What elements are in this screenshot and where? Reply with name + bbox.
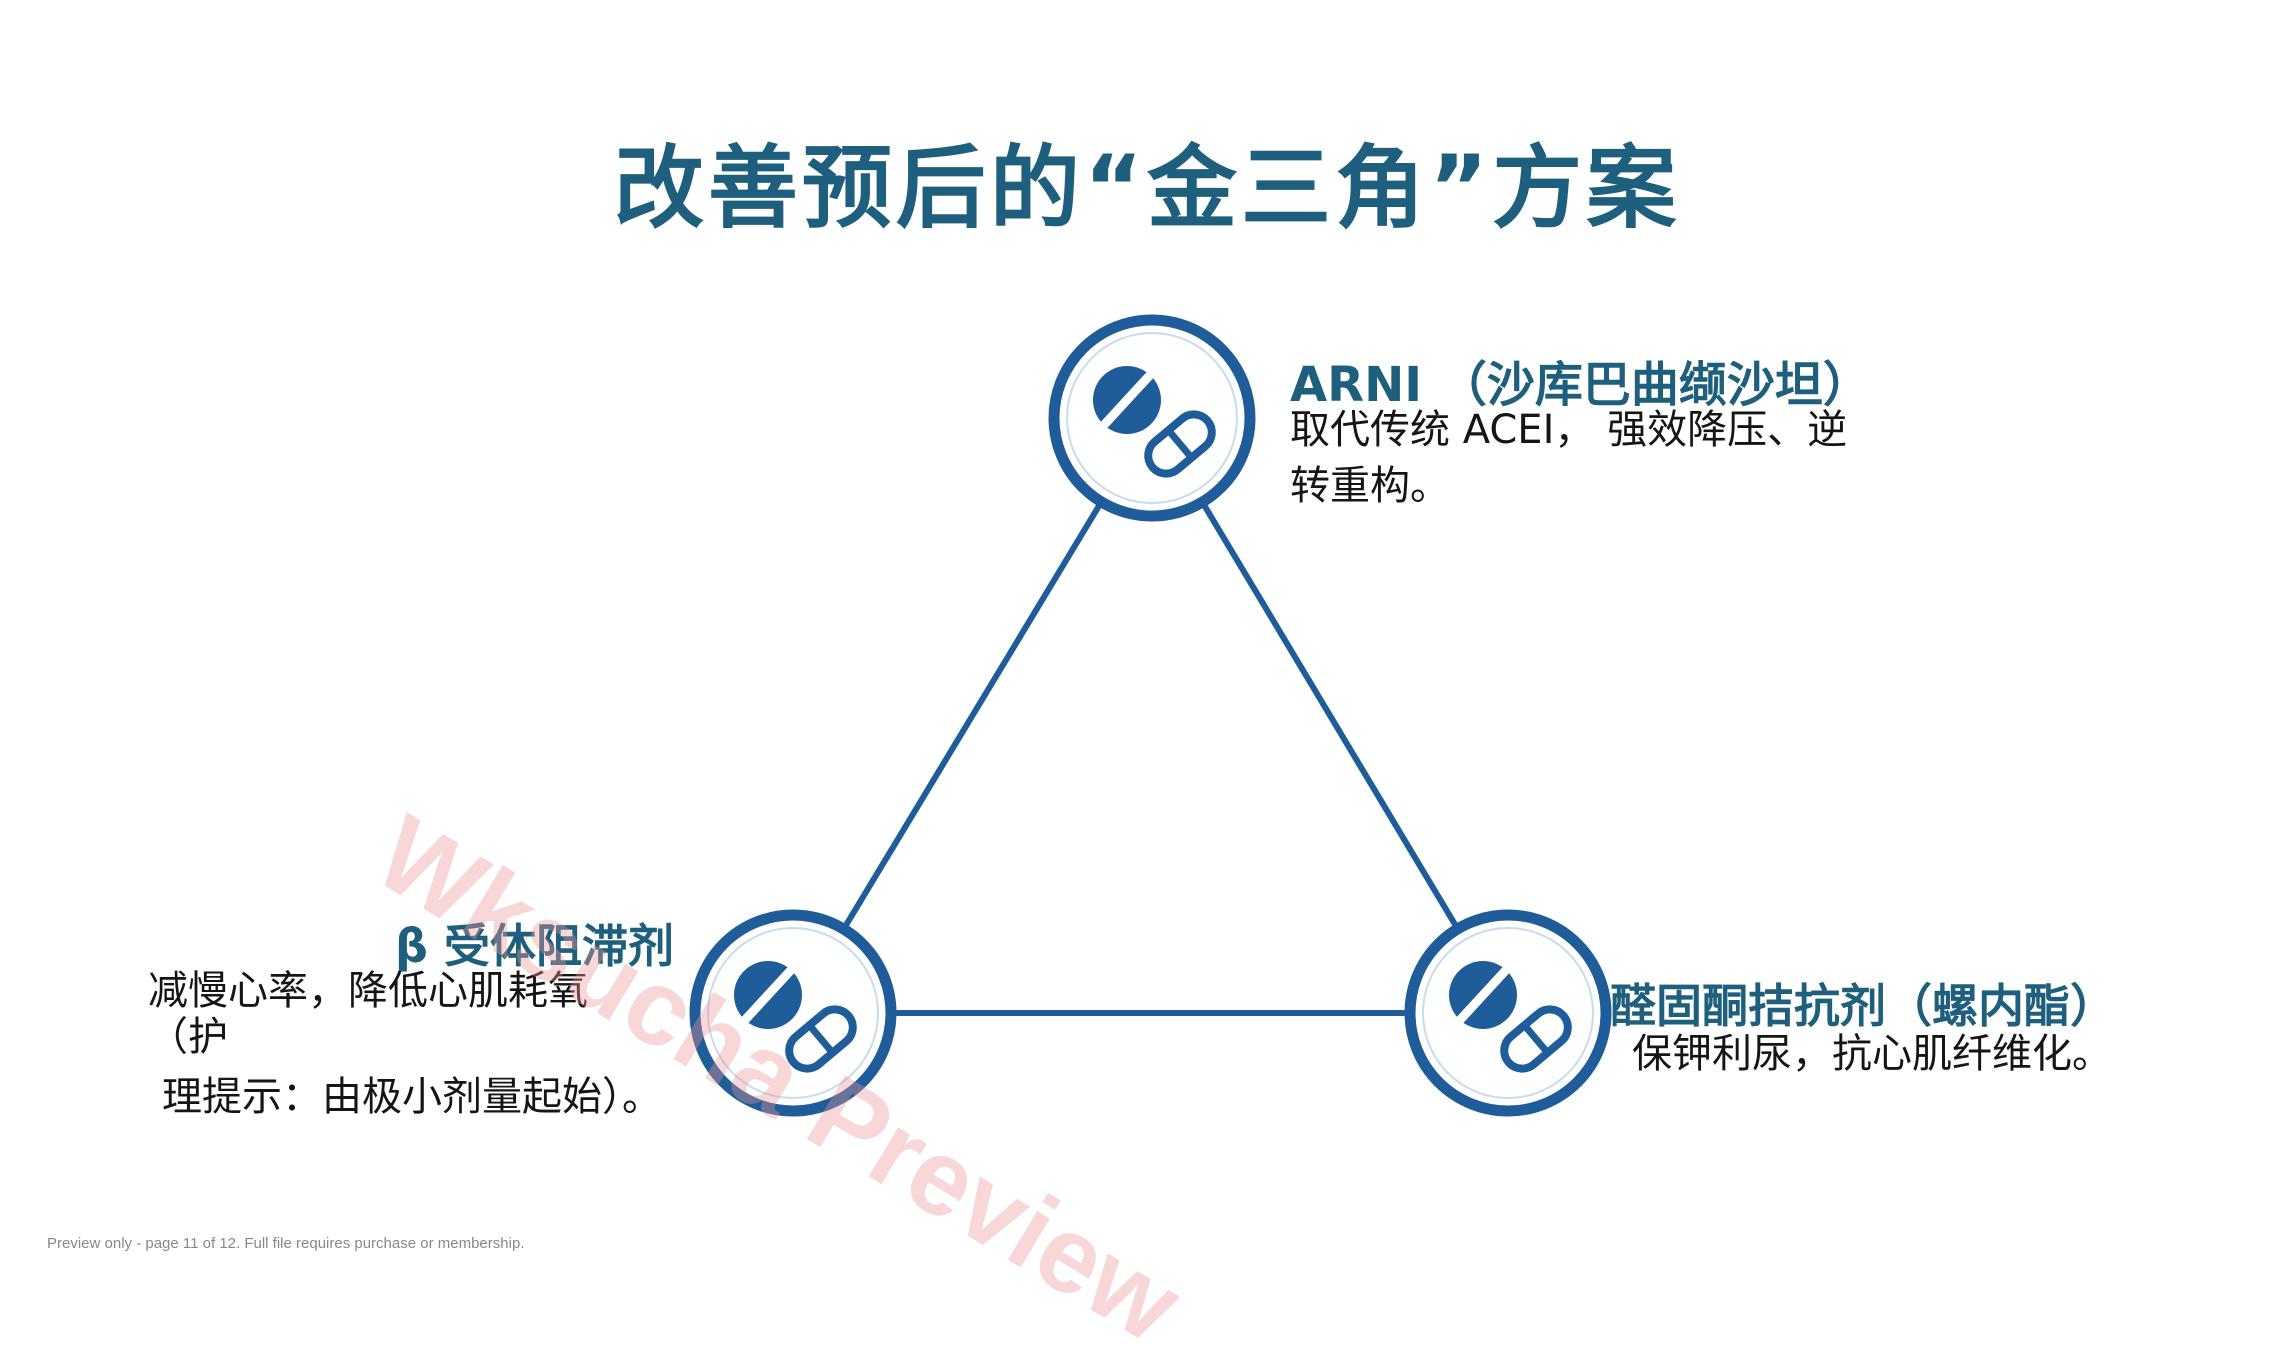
slide-title: 改善预后的“金三角”方案 [613,136,1681,241]
beta-blocker-heading: β 受体阻滞剂 [395,919,674,973]
arni-line-1: 取代传统 ACEI， 强效降压、逆 [1290,407,1848,453]
aldosterone-line-1: 保钾利尿，抗心肌纤维化。 [1632,1031,2112,1077]
pill-capsule-icon [734,961,857,1073]
beta-blocker-line-3: 理提示：由极小剂量起始）。 [162,1074,662,1120]
node-circle-aldosterone [1404,909,1612,1117]
node-circle-arni [1048,314,1256,522]
edge-top-left [790,416,1155,1015]
node-circle-beta-blocker [689,909,897,1117]
arni-description: 取代传统 ACEI， 强效降压、逆 转重构。 [1290,402,1910,514]
aldosterone-description: 保钾利尿，抗心肌纤维化。 [1632,1026,2232,1082]
triangle-edges [790,416,1511,1016]
arni-line-2: 转重构。 [1290,463,1450,509]
triangle-diagram [689,314,1612,1117]
beta-blocker-line-1: 减慢心率，降低心肌耗氧 [148,968,588,1014]
aldosterone-heading: 醛固酮拮抗剂（螺内酯） [1610,979,2116,1033]
edge-top-right [1149,416,1511,1015]
pill-capsule-icon [1093,366,1216,478]
arni-heading: ARNI （沙库巴曲缬沙坦） [1290,357,1871,413]
pill-capsule-icon [1449,961,1572,1073]
preview-footer: Preview only - page 11 of 12. Full file … [47,1235,525,1252]
beta-blocker-description: 减慢心率，降低心肌耗氧 （护 理提示：由极小剂量起始）。 [148,968,688,1120]
beta-blocker-line-2: （护 [148,1014,228,1060]
